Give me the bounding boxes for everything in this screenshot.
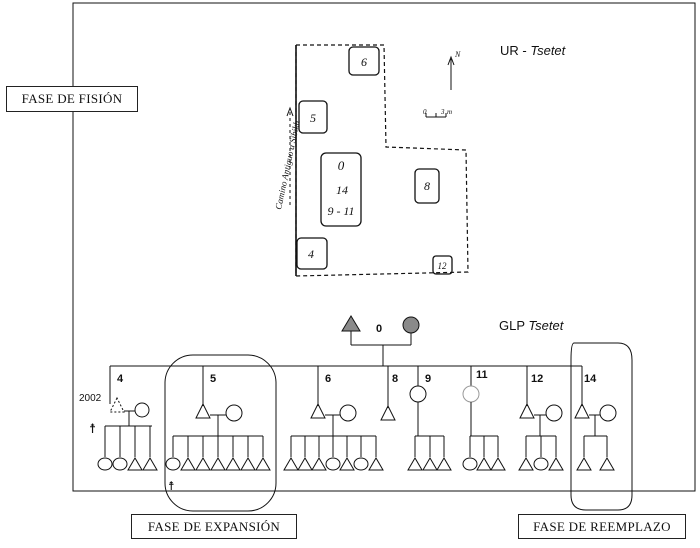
branch-5-child-icon: [240, 457, 256, 471]
branch-9-child-icon: [422, 457, 438, 471]
branch-12-child-icon: [548, 457, 564, 471]
branch-6-child-icon: [283, 457, 299, 471]
branch-6-child-icon: [339, 457, 355, 471]
compound-boundary: [295, 44, 469, 277]
branch-4-female-icon: [134, 402, 150, 418]
branch-label-9: 9: [425, 373, 431, 385]
map-title-site: Tsetet: [530, 43, 566, 58]
founder-male-icon: [341, 315, 361, 332]
north-arrow: [447, 55, 455, 90]
site-plan: [286, 44, 469, 277]
branch-14-child-icon: [599, 457, 615, 471]
deceased-marker-5: ☨: [168, 479, 175, 493]
scale-unit-label: m: [447, 108, 452, 116]
branch-9-female-icon: [409, 385, 427, 403]
branch-label-12: 12: [531, 373, 543, 385]
branch-14-male-icon: [574, 402, 590, 419]
structure-14-label: 14: [336, 183, 348, 197]
phase-replacement-label: FASE DE REEMPLAZO: [518, 514, 686, 539]
branch-9-child-icon: [436, 457, 452, 471]
structure-8: [414, 168, 440, 204]
branch-4-child-icon: [112, 457, 128, 471]
map-title-prefix: UR -: [500, 43, 531, 58]
branch-4-child-icon: [97, 457, 113, 471]
phase-fission-label: FASE DE FISIÓN: [6, 86, 138, 112]
branch-11-child-icon: [476, 457, 492, 471]
genealogy-title-prefix: GLP: [499, 318, 529, 333]
branch-label-14: 14: [584, 373, 597, 385]
branch-6-child-icon: [311, 457, 327, 471]
genealogy-title: GLP Tsetet: [499, 318, 563, 333]
branch-6-male-icon: [310, 402, 326, 419]
branch-5-child-icon: [180, 457, 196, 471]
branch-11-child-icon: [490, 457, 506, 471]
structure-4-label: 4: [308, 247, 314, 261]
replacement-bracket: [570, 342, 633, 511]
branch-4-child-icon: [127, 457, 143, 471]
structure-5: [298, 100, 328, 134]
branch-5-child-icon: [210, 457, 226, 471]
branch-label-4: 4: [117, 373, 124, 385]
branch-5-child-icon: [165, 457, 181, 471]
north-label: N: [454, 50, 461, 59]
scale-value-label: 3: [440, 108, 445, 116]
branch-9-child-icon: [407, 457, 423, 471]
expansion-bracket: [164, 354, 277, 512]
branch-6-child-icon: [297, 457, 313, 471]
branch-14-child-icon: [576, 457, 592, 471]
structure-4: [296, 237, 328, 270]
branch-label-6: 6: [325, 373, 331, 385]
structure-6-label: 6: [361, 55, 367, 69]
structure-9-11-label: 9 - 11: [327, 204, 354, 218]
genealogy-title-site: Tsetet: [528, 318, 564, 333]
outer-frame: [72, 2, 696, 492]
deceased-marker-4: ☨: [89, 421, 96, 436]
structure-12: [432, 255, 453, 275]
branch-6-child-icon: [368, 457, 384, 471]
branch-4-male-icon: [109, 396, 125, 413]
structure-5-label: 5: [310, 111, 316, 125]
branch-label-11: 11: [476, 369, 488, 381]
branch-8-male-icon: [380, 404, 396, 421]
branch-12-child-icon: [533, 457, 549, 471]
branch-11-child-icon: [462, 457, 478, 471]
branch-5-child-icon: [255, 457, 271, 471]
structure-6: [348, 46, 380, 76]
branch-11-female-icon: [462, 385, 480, 403]
branch-12-female-icon: [545, 404, 563, 422]
branch-12-child-icon: [518, 457, 534, 471]
branch-6-child-icon: [325, 457, 341, 471]
year-label: 2002: [79, 393, 102, 404]
founder-label: 0: [376, 323, 382, 335]
branch-14-female-icon: [599, 404, 617, 422]
founder-female-icon: [402, 316, 420, 334]
scale-bar: [425, 113, 447, 118]
branch-12-male-icon: [519, 402, 535, 419]
scale-zero-label: 0: [423, 108, 427, 116]
branch-5-child-icon: [225, 457, 241, 471]
branch-6-female-icon: [339, 404, 357, 422]
genealogy-tree: [97, 315, 633, 512]
branch-label-8: 8: [392, 373, 398, 385]
branch-6-child-icon: [353, 457, 369, 471]
structure-0-label: 0: [338, 158, 345, 173]
branch-5-male-icon: [195, 402, 211, 419]
structure-12-label: 12: [438, 261, 448, 271]
road-arrow-icon: [286, 106, 294, 117]
phase-expansion-label: FASE DE EXPANSIÓN: [131, 514, 297, 539]
branch-4-child-icon: [142, 457, 158, 471]
map-title: UR - Tsetet: [500, 43, 565, 58]
branch-5-child-icon: [195, 457, 211, 471]
branch-label-5: 5: [210, 373, 216, 385]
structure-0: [320, 152, 362, 227]
road-label: Camino Antiguo a Sibikh: [273, 119, 302, 210]
branch-5-female-icon: [225, 404, 243, 422]
structure-8-label: 8: [424, 179, 430, 193]
